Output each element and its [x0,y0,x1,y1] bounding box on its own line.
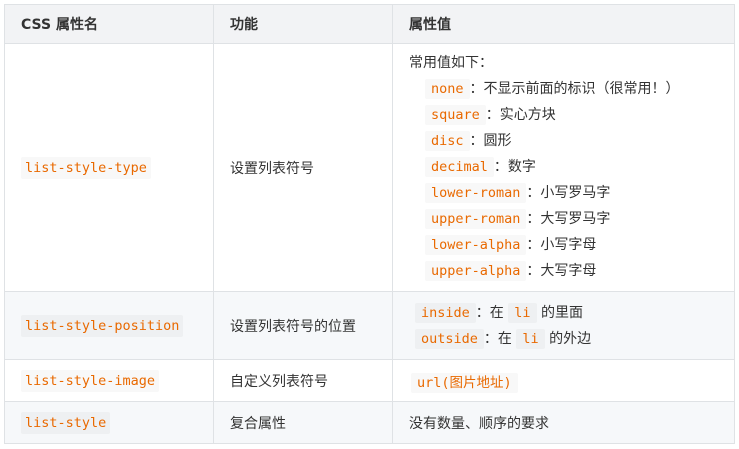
table-header-row: CSS 属性名 功能 属性值 [4,4,735,44]
value-item: square：实心方块 [409,102,718,128]
value-desc: ：小写罗马字 [526,184,611,201]
value-code: none [425,78,470,99]
property-name: list-style-image [21,369,160,392]
value-code: square [425,104,486,125]
header-property-value: 属性值 [392,4,735,44]
value-item: lower-alpha：小写字母 [409,232,718,258]
value-cell: url(图片地址) [392,359,735,402]
value-code: outside [415,328,484,349]
values-title: 常用值如下： [409,54,493,71]
value-mid: ：在 [475,304,504,321]
value-cell: 常用值如下： none：不显示前面的标识（很常用！） square：实心方块 d… [392,43,735,292]
value-code: upper-alpha [425,260,527,281]
property-name-cell: list-style-image [4,359,214,402]
value-desc: ：大写字母 [526,262,597,279]
value-mid: ：在 [483,330,512,347]
property-name-cell: list-style-position [4,291,214,360]
value-code: lower-roman [425,182,527,203]
value-item: none：不显示前面的标识（很常用！） [409,76,718,102]
value-code: lower-alpha [425,234,527,255]
value-desc: 的里面 [540,304,583,321]
function-cell: 设置列表符号 [213,43,393,292]
table-row: list-style-position 设置列表符号的位置 inside：在 l… [4,291,735,360]
table-row: list-style 复合属性 没有数量、顺序的要求 [4,401,735,444]
table-row: list-style-type 设置列表符号 常用值如下： none：不显示前面… [4,43,735,292]
value-desc: ：小写字母 [526,236,597,253]
function-cell: 设置列表符号的位置 [213,291,393,360]
value-code: upper-roman [425,208,527,229]
value-cell: inside：在 li 的里面 outside：在 li 的外边 [392,291,735,360]
value-desc: 的外边 [549,330,592,347]
value-item: inside：在 li 的里面 [415,300,718,326]
value-code: url(图片地址) [411,372,518,393]
value-item: lower-roman：小写罗马字 [409,180,718,206]
property-name-cell: list-style-type [4,43,214,292]
value-code-li: li [508,302,537,323]
value-desc: ：不显示前面的标识（很常用！） [469,80,680,97]
css-property-table: CSS 属性名 功能 属性值 list-style-type 设置列表符号 常用… [4,4,735,444]
header-property-name: CSS 属性名 [4,4,214,44]
table-row: list-style-image 自定义列表符号 url(图片地址) [4,359,735,402]
value-desc: ：大写罗马字 [526,210,611,227]
value-item: upper-roman：大写罗马字 [409,206,718,232]
value-cell: 没有数量、顺序的要求 [392,401,735,444]
property-name-cell: list-style [4,401,214,444]
value-desc: ：实心方块 [485,106,556,123]
value-code: disc [425,130,470,151]
property-name: list-style-position [21,314,184,337]
value-code: inside [415,302,476,323]
property-name: list-style [21,411,111,434]
value-desc: ：数字 [493,158,536,175]
property-name: list-style-type [21,156,151,179]
value-item: disc：圆形 [409,128,718,154]
function-cell: 复合属性 [213,401,393,444]
value-item: decimal：数字 [409,154,718,180]
value-item: outside：在 li 的外边 [415,326,718,352]
value-item: upper-alpha：大写字母 [409,258,718,284]
value-code: decimal [425,156,494,177]
value-desc: ：圆形 [469,132,512,149]
header-function: 功能 [213,4,393,44]
value-code-li: li [516,328,545,349]
function-cell: 自定义列表符号 [213,359,393,402]
